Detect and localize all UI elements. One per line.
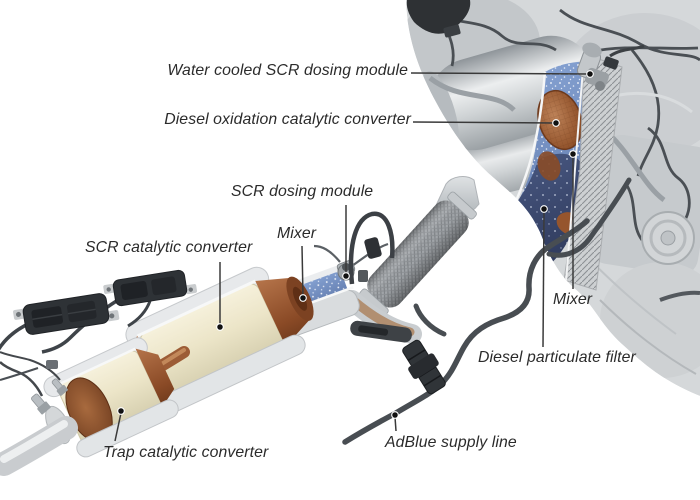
cut-edge [136, 279, 256, 338]
hanger-bracket [350, 320, 412, 343]
flex-collar [447, 191, 477, 220]
leader-dots [117, 70, 594, 419]
crank-pulley [641, 211, 695, 265]
dot-scr-catalytic-converter [216, 323, 224, 331]
adblue-supply-line-part [342, 177, 700, 445]
engine-contour [599, 299, 697, 375]
oxygen-sensor [0, 351, 68, 415]
dot-scr-dosing-module [342, 272, 350, 280]
inline-connector [402, 339, 446, 395]
label-scr-dosing-module: SCR dosing module [231, 183, 374, 200]
label-diesel-particulate-filter: Diesel particulate filter [478, 349, 636, 366]
doc-lower-part [537, 151, 561, 181]
adblue-hose [342, 218, 590, 445]
trap-outlet-cone [135, 348, 175, 407]
nox-sensor-module [103, 269, 198, 307]
label-trap-catalytic-converter: Trap catalytic converter [103, 444, 269, 461]
label-adblue-supply-line: AdBlue supply line [385, 434, 517, 451]
leader-water-cooled-scr-dosing-module [410, 72, 589, 75]
trap-catalytic-converter [43, 337, 179, 458]
nox-sensor-modules [0, 269, 198, 354]
flex-decoupler-pipe [359, 191, 477, 317]
diesel-oxidation-catalytic-converter-face [537, 89, 583, 151]
label-mixer-rear: Mixer [553, 291, 593, 308]
dot-diesel-oxidation-catalytic-converter [552, 119, 560, 127]
cut-edge [55, 347, 137, 387]
tailpipe [0, 416, 78, 476]
hose-offshoot [659, 290, 700, 302]
label-water-cooled-scr-dosing-module: Water cooled SCR dosing module [167, 62, 408, 79]
dot-mixer-front [299, 294, 307, 302]
leader-lines [114, 72, 589, 442]
dot-water-cooled-scr-dosing-module [586, 70, 594, 78]
leader-diesel-particulate-filter [542, 210, 545, 348]
sensor-cable [127, 300, 152, 328]
dot-diesel-particulate-filter [540, 205, 548, 213]
label-scr-catalytic-converter: SCR catalytic converter [85, 239, 253, 256]
leader-diesel-oxidation-catalytic-converter [412, 121, 555, 124]
tailpipe-highlight [0, 420, 68, 463]
leader-adblue-supply-line [394, 416, 397, 432]
dot-adblue-supply-line [391, 411, 399, 419]
dot-trap-catalytic-converter [117, 407, 125, 415]
leader-mixer-front [301, 245, 304, 297]
engine-harness-part [443, 24, 461, 38]
adblue-hose-branch [413, 303, 447, 337]
scr-catalytic-converter [112, 266, 314, 415]
trap-shell-bottom [76, 399, 179, 458]
cut-edge [565, 55, 585, 283]
sensor-cable [0, 322, 29, 351]
label-diesel-oxidation-catalytic-converter: Diesel oxidation catalytic converter [164, 111, 411, 128]
dosing-harness [348, 211, 395, 285]
label-mixer-front: Mixer [277, 225, 317, 242]
leader-trap-catalytic-converter [114, 412, 122, 442]
dot-mixer-rear [569, 150, 577, 158]
engine-hose [546, 177, 632, 258]
nox-sensor-module [13, 293, 120, 335]
